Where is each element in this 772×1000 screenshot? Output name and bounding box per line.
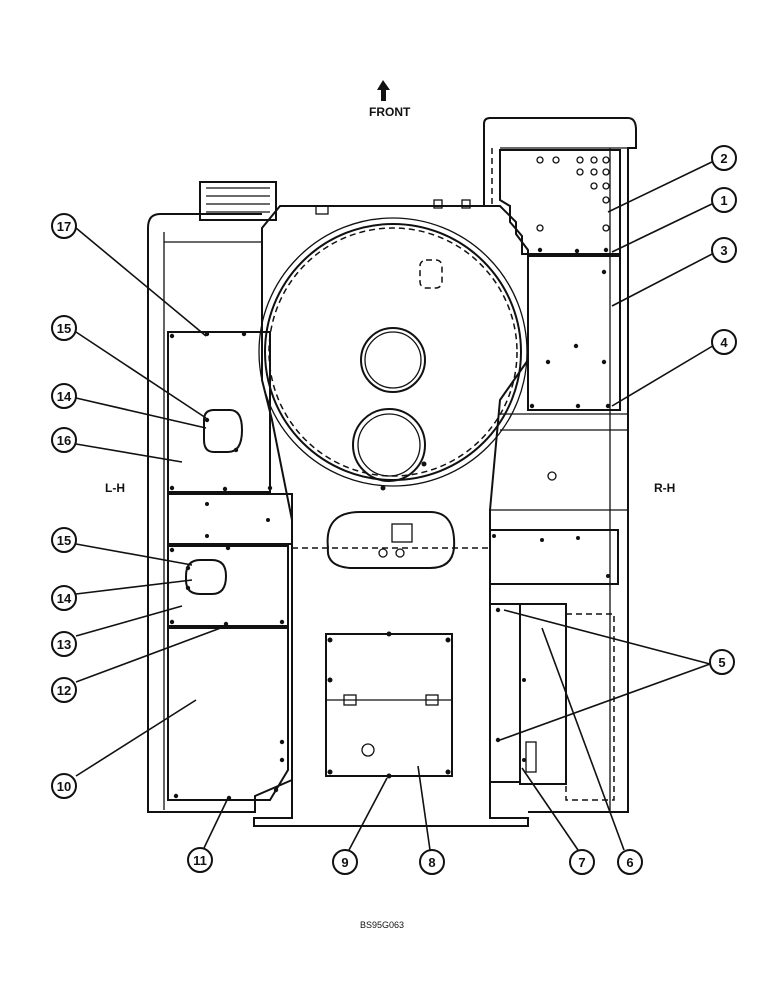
callout-2: 2 <box>711 145 737 171</box>
callout-14-lower: 14 <box>51 585 77 611</box>
front-label: FRONT <box>369 105 411 119</box>
callout-8: 8 <box>419 849 445 875</box>
callout-6: 6 <box>617 849 643 875</box>
svg-text:12: 12 <box>57 683 71 698</box>
center-oval-hatch <box>292 511 490 569</box>
svg-text:14: 14 <box>57 591 72 606</box>
svg-text:13: 13 <box>57 637 71 652</box>
right-middle-panel <box>527 255 621 411</box>
left-hand-label: L-H <box>105 481 125 495</box>
svg-text:6: 6 <box>626 855 633 870</box>
callout-5: 5 <box>709 649 735 675</box>
drawing-code: BS95G063 <box>360 920 404 930</box>
right-side-plates <box>489 413 628 585</box>
svg-text:1: 1 <box>720 193 727 208</box>
svg-text:14: 14 <box>57 389 72 404</box>
svg-text:4: 4 <box>720 335 728 350</box>
callout-3: 3 <box>711 237 737 263</box>
svg-text:15: 15 <box>57 321 71 336</box>
callout-9: 9 <box>332 849 358 875</box>
callout-7: 7 <box>569 849 595 875</box>
svg-text:9: 9 <box>341 855 348 870</box>
callout-1: 1 <box>711 187 737 213</box>
callout-12: 12 <box>51 677 77 703</box>
center-lower-cover <box>325 631 453 779</box>
left-frame <box>147 213 293 813</box>
svg-text:5: 5 <box>718 655 725 670</box>
leader-lines <box>75 159 717 851</box>
svg-text:11: 11 <box>193 853 207 868</box>
callout-13: 13 <box>51 631 77 657</box>
right-upper-panel <box>499 149 621 255</box>
svg-text:3: 3 <box>720 243 727 258</box>
callout-14-upper: 14 <box>51 383 77 409</box>
callout-4: 4 <box>711 329 737 355</box>
left-middle-strip <box>167 493 293 545</box>
right-lower-compartment <box>489 603 615 801</box>
callout-10: 10 <box>51 773 77 799</box>
callout-11: 11 <box>187 847 213 873</box>
callout-15-upper: 15 <box>51 315 77 341</box>
svg-text:15: 15 <box>57 533 71 548</box>
front-arrow <box>377 80 390 101</box>
callout-16: 16 <box>51 427 77 453</box>
svg-text:17: 17 <box>57 219 71 234</box>
left-lower-panel <box>167 627 289 801</box>
svg-text:7: 7 <box>578 855 585 870</box>
left-upper-panel <box>167 331 273 493</box>
round-housing <box>258 217 528 491</box>
svg-text:2: 2 <box>720 151 727 166</box>
top-grille <box>199 181 277 221</box>
left-mid-panel <box>167 545 289 627</box>
callout-15-lower: 15 <box>51 527 77 553</box>
callout-17: 17 <box>51 213 77 239</box>
svg-text:10: 10 <box>57 779 71 794</box>
svg-text:8: 8 <box>428 855 435 870</box>
svg-text:16: 16 <box>57 433 71 448</box>
right-hand-label: R-H <box>654 481 675 495</box>
right-tower <box>483 117 637 813</box>
